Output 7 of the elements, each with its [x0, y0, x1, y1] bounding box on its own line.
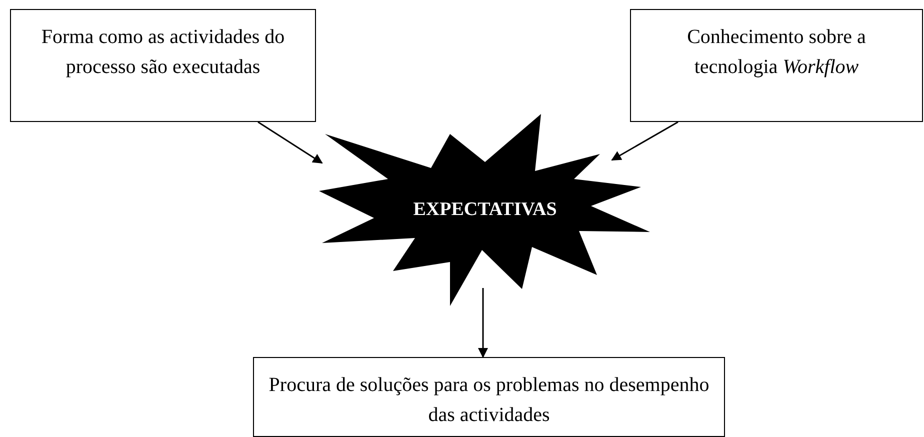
arrow [258, 121, 323, 164]
text-box: Conhecimento sobre a tecnologia Workflow [630, 9, 923, 122]
arrow [611, 121, 678, 161]
text-box: Forma como as actividades do processo são executadas [10, 9, 316, 122]
text-box: Procura de soluções para os problemas no desempenho das actividades [253, 357, 725, 437]
starburst-label: EXPECTATIVAS [413, 198, 557, 222]
arrow [478, 288, 488, 358]
